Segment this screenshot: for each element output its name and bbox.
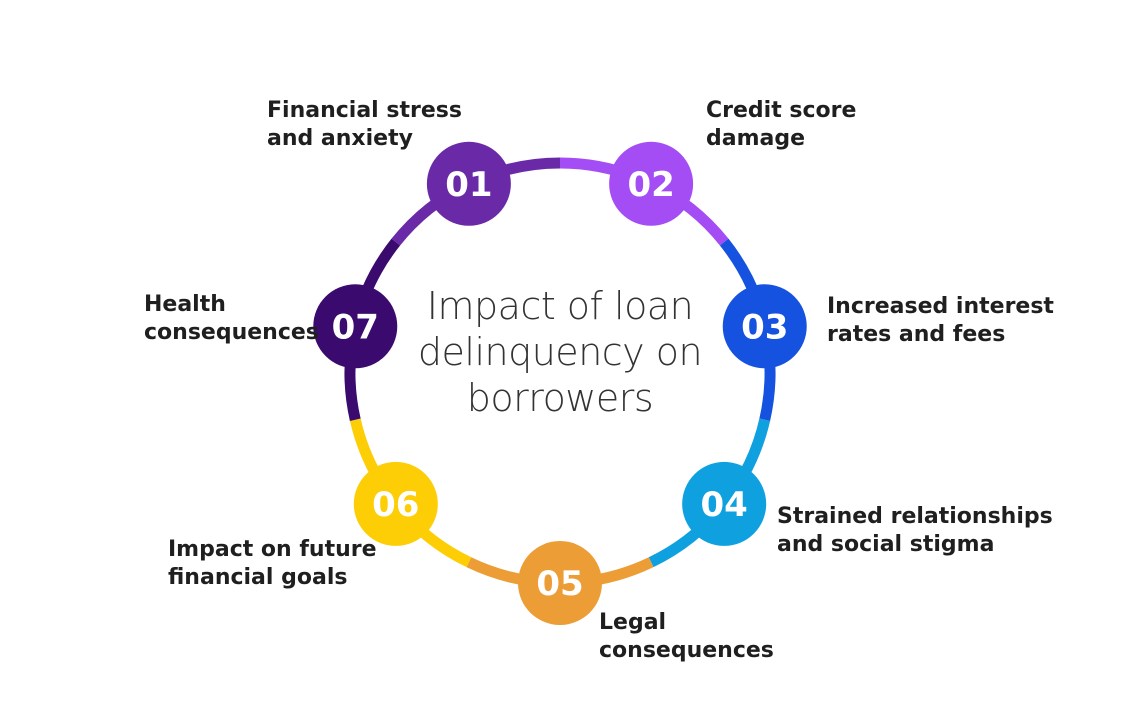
label-02: Credit score damage	[706, 97, 856, 153]
node-circle-06	[353, 461, 438, 546]
label-03-line-2: rates and fees	[827, 322, 1006, 347]
label-03: Increased interest rates and fees	[827, 293, 1054, 349]
title-line-3: borrowers	[466, 376, 654, 420]
node-circle-04	[682, 461, 767, 546]
label-05: Legal consequences	[599, 609, 774, 665]
title-line-2: delinquency on	[417, 330, 703, 374]
label-04: Strained relationships and social stigma	[777, 503, 1053, 559]
label-06-line-1: Impact on future	[168, 537, 377, 562]
label-05-line-2: consequences	[599, 638, 774, 663]
label-01: Financial stress and anxiety	[267, 97, 462, 153]
label-07-line-2: consequences	[144, 320, 319, 345]
node-circle-05	[518, 541, 602, 625]
ring-nodes: 01 02 03 04 05 06 07	[313, 141, 807, 625]
node-number-05: 05	[536, 564, 583, 604]
label-07-line-1: Health	[144, 292, 226, 317]
label-02-line-2: damage	[706, 126, 806, 151]
label-06: Impact on future financial goals	[168, 536, 377, 592]
node-number-02: 02	[627, 165, 674, 205]
label-06-line-2: financial goals	[168, 565, 348, 590]
label-04-line-1: Strained relationships	[777, 504, 1053, 529]
label-07: Health consequences	[144, 291, 319, 347]
label-05-line-1: Legal	[599, 610, 667, 635]
node-number-06: 06	[372, 485, 419, 525]
node-circle-02	[609, 141, 694, 226]
node-number-04: 04	[701, 485, 748, 525]
title-line-1: Impact of loan	[426, 284, 694, 328]
label-01-line-2: and anxiety	[267, 126, 413, 151]
center-title: Impact of loan delinquency on borrowers	[400, 283, 720, 421]
node-number-03: 03	[741, 307, 788, 347]
node-number-01: 01	[445, 165, 492, 205]
node-number-07: 07	[332, 307, 379, 347]
node-circle-01	[426, 141, 511, 226]
node-circle-07	[313, 284, 398, 369]
label-01-line-1: Financial stress	[267, 98, 462, 123]
label-04-line-2: and social stigma	[777, 532, 995, 557]
node-circle-03	[722, 284, 807, 369]
label-03-line-1: Increased interest	[827, 294, 1054, 319]
label-02-line-1: Credit score	[706, 98, 857, 123]
